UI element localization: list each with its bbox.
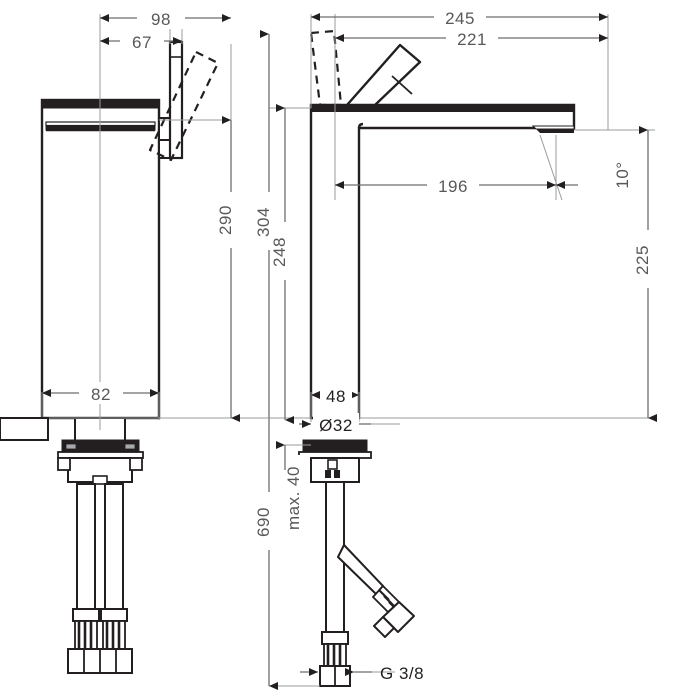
lever-handle-front	[168, 40, 184, 160]
supply-hose-side	[319, 481, 351, 687]
dim-225: 225	[633, 126, 660, 422]
mounting-shank-side	[0, 417, 372, 483]
dim-67: 67	[100, 30, 182, 52]
dim-304: 304	[254, 30, 281, 690]
dim-82: 82	[42, 382, 159, 404]
lever-handle-side	[345, 43, 422, 107]
hose-knurl-side	[323, 643, 347, 667]
dim-290-label: 290	[216, 205, 235, 235]
lever-closed-position-side	[309, 29, 343, 107]
dim-48: 48	[311, 384, 359, 406]
dim-98: 98	[100, 7, 231, 29]
dim-245: 245	[311, 6, 608, 28]
dim-248-label: 248	[270, 237, 289, 267]
dim-245-label: 245	[445, 9, 475, 28]
dim-290: 290	[216, 116, 243, 422]
dim-196-label: 196	[438, 177, 468, 196]
dim-304-label: 304	[254, 207, 273, 237]
dim-max40: max. 40	[276, 441, 310, 541]
dim-dia32: Ø32	[299, 413, 371, 435]
dim-67-label: 67	[132, 33, 152, 52]
dim-690-label: 690	[254, 507, 273, 537]
dim-196: 196	[335, 174, 578, 196]
dim-248: 248	[270, 104, 297, 424]
mounting-shank-front	[57, 417, 144, 485]
dim-221-label: 221	[457, 30, 487, 49]
dim-angle-10-label: 10°	[613, 161, 632, 188]
front-view-group: 98 67 290 82	[40, 7, 268, 674]
dim-225-label: 225	[633, 245, 652, 275]
dim-48-label: 48	[326, 387, 346, 406]
spout-arm-side	[309, 103, 576, 420]
hose-knurl-front	[74, 620, 126, 650]
dim-221: 221	[335, 27, 608, 49]
dim-82-label: 82	[91, 385, 111, 404]
aerator-outlet-side	[531, 125, 575, 133]
supply-hoses-front	[67, 483, 133, 674]
lever-open-position-front	[148, 50, 220, 162]
dim-98-label: 98	[151, 10, 171, 29]
dim-690: 690	[254, 492, 281, 550]
branch-hose-side	[337, 544, 415, 638]
callout-g38-label: G 3/8	[380, 664, 424, 683]
dim-dia32-label: Ø32	[319, 416, 353, 435]
side-view-group: 245 221 304 690 2	[0, 6, 660, 690]
callout-g38: G 3/8	[300, 664, 424, 683]
dim-max40-label: max. 40	[284, 466, 303, 530]
dim-angle-10: 10°	[613, 161, 632, 188]
